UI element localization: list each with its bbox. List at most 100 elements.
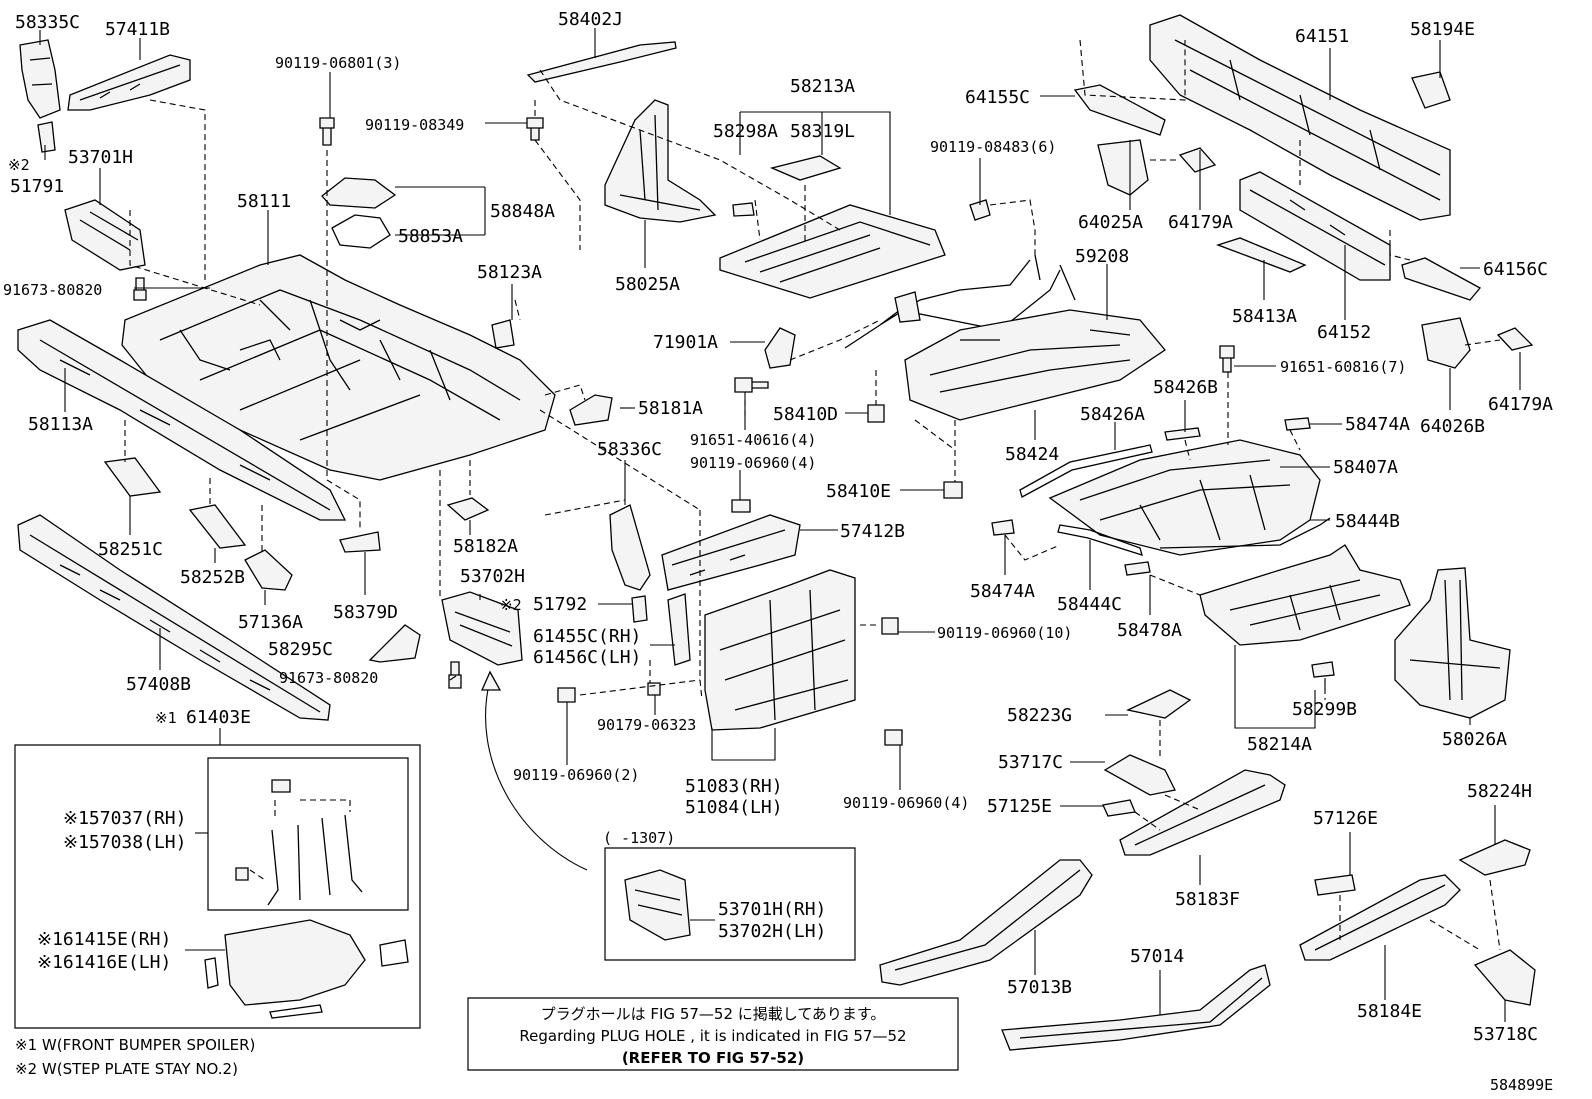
part-58410D [867,404,885,423]
note-line-jp: プラグホールは FIG 57—52 に掲載してあります。 [541,1005,886,1023]
label-90119-08349[interactable]: 90119-08349 [365,116,464,134]
label-51084[interactable]: 51084(LH) [685,797,783,818]
label-58379D[interactable]: 58379D [333,602,398,623]
label-51791[interactable]: 51791 [10,176,64,197]
label-64179A-2[interactable]: 64179A [1488,394,1553,415]
inset-frame-61403E [14,744,421,1029]
label-58848A[interactable]: 58848A [490,201,555,222]
label-58407A[interactable]: 58407A [1333,457,1398,478]
label-90119-06960-2[interactable]: 90119-06960(2) [513,766,639,784]
label-53701H[interactable]: 53701H [68,147,133,168]
label-57037[interactable]: ※157037(RH) [63,808,186,829]
label-90119-06801[interactable]: 90119-06801(3) [275,54,401,72]
label-61456C[interactable]: 61456C(LH) [533,647,641,668]
label-64155C[interactable]: 64155C [965,87,1030,108]
part-58223G [1125,689,1192,719]
label-51083[interactable]: 51083(RH) [685,776,783,797]
label-51792[interactable]: 51792 [533,594,587,615]
label-53701H-rh[interactable]: 53701H(RH) [718,899,826,920]
part-64151 [1149,14,1451,221]
label-58402J[interactable]: 58402J [558,9,623,30]
label-57136A[interactable]: 57136A [238,612,303,633]
label-58214A[interactable]: 58214A [1247,734,1312,755]
label-61455C[interactable]: 61455C(RH) [533,626,641,647]
part-bolt-90119-06960-4b [884,729,903,746]
label-58025A[interactable]: 58025A [615,274,680,295]
label-57014[interactable]: 57014 [1130,946,1184,967]
label-58426B[interactable]: 58426B [1153,377,1218,398]
label-58336C[interactable]: 58336C [597,439,662,460]
label-91651-60816[interactable]: 91651-60816(7) [1280,358,1406,376]
label-61403E[interactable]: 61403E [186,707,251,728]
label-58853A[interactable]: 58853A [398,226,463,247]
part-bolt-90119-08349 [526,117,544,141]
label-58298A[interactable]: 58298A [713,121,778,142]
label-58113A[interactable]: 58113A [28,414,93,435]
label-58026A[interactable]: 58026A [1442,729,1507,750]
label-58182A[interactable]: 58182A [453,536,518,557]
label-57126E[interactable]: 57126E [1313,808,1378,829]
label-58111[interactable]: 58111 [237,191,291,212]
label-61416E[interactable]: ※161416E(LH) [37,952,171,973]
label-64025A[interactable]: 64025A [1078,212,1143,233]
part-58426B [1164,427,1201,441]
label-53702H[interactable]: 53702H [460,566,525,587]
label-58123A[interactable]: 58123A [477,262,542,283]
part-57136A [244,549,293,591]
label-58413A[interactable]: 58413A [1232,306,1297,327]
label-58181A[interactable]: 58181A [638,398,703,419]
label-58444C[interactable]: 58444C [1057,594,1122,615]
label-57408B[interactable]: 57408B [126,674,191,695]
label-90119-06960-4a[interactable]: 90119-06960(4) [690,454,816,472]
label-58213A[interactable]: 58213A [790,76,855,97]
label-64179A-1[interactable]: 64179A [1168,212,1233,233]
label-57038[interactable]: ※157038(LH) [63,832,186,853]
label-58183F[interactable]: 58183F [1175,889,1240,910]
label-64151[interactable]: 64151 [1295,26,1349,47]
part-58183F [1119,769,1286,856]
label-58474A-1[interactable]: 58474A [1345,414,1410,435]
label-58252B[interactable]: 58252B [180,567,245,588]
label-58224H[interactable]: 58224H [1467,781,1532,802]
label-57411B[interactable]: 57411B [105,19,170,40]
label-53717C[interactable]: 53717C [998,752,1063,773]
label-57125E[interactable]: 57125E [987,796,1052,817]
label-58299B[interactable]: 58299B [1292,699,1357,720]
label-58223G[interactable]: 58223G [1007,705,1072,726]
label-58426A[interactable]: 58426A [1080,404,1145,425]
label-53702H-lh[interactable]: 53702H(LH) [718,921,826,942]
label-64156C[interactable]: 64156C [1483,259,1548,280]
label-90119-06960-10[interactable]: 90119-06960(10) [937,624,1072,642]
label-53718C[interactable]: 53718C [1473,1024,1538,1045]
label-90119-08483[interactable]: 90119-08483(6) [930,138,1056,156]
label-58478A[interactable]: 58478A [1117,620,1182,641]
part-58413A [1216,237,1307,273]
label-58410D[interactable]: 58410D [773,404,838,425]
label-58335C[interactable]: 58335C [15,12,80,33]
label-58410E[interactable]: 58410E [826,481,891,502]
label-58295C[interactable]: 58295C [268,639,333,660]
label-90119-06960-4b[interactable]: 90119-06960(4) [843,794,969,812]
label-90179-06323[interactable]: 90179-06323 [597,716,696,734]
label-58319L[interactable]: 58319L [790,121,855,142]
label-64026B[interactable]: 64026B [1420,416,1485,437]
label-61415E[interactable]: ※161415E(RH) [37,929,171,950]
label-58474A-2[interactable]: 58474A [970,581,1035,602]
label-71901A[interactable]: 71901A [653,332,718,353]
label-58251C[interactable]: 58251C [98,539,163,560]
label-91651-40616[interactable]: 91651-40616(4) [690,431,816,449]
label-58424[interactable]: 58424 [1005,444,1059,465]
part-bolt-91673-a [133,277,147,301]
label-59208[interactable]: 59208 [1075,246,1129,267]
inset-frame-1307 [604,847,856,961]
label-64152[interactable]: 64152 [1317,322,1371,343]
label-57013B[interactable]: 57013B [1007,977,1072,998]
label-58194E[interactable]: 58194E [1410,19,1475,40]
part-58251C [103,457,162,497]
label-58184E[interactable]: 58184E [1357,1001,1422,1022]
label-57412B[interactable]: 57412B [840,521,905,542]
label-91673-80820-b[interactable]: 91673-80820 [279,669,378,687]
label-91673-80820-a[interactable]: 91673-80820 [3,281,102,299]
label-58444B[interactable]: 58444B [1335,511,1400,532]
